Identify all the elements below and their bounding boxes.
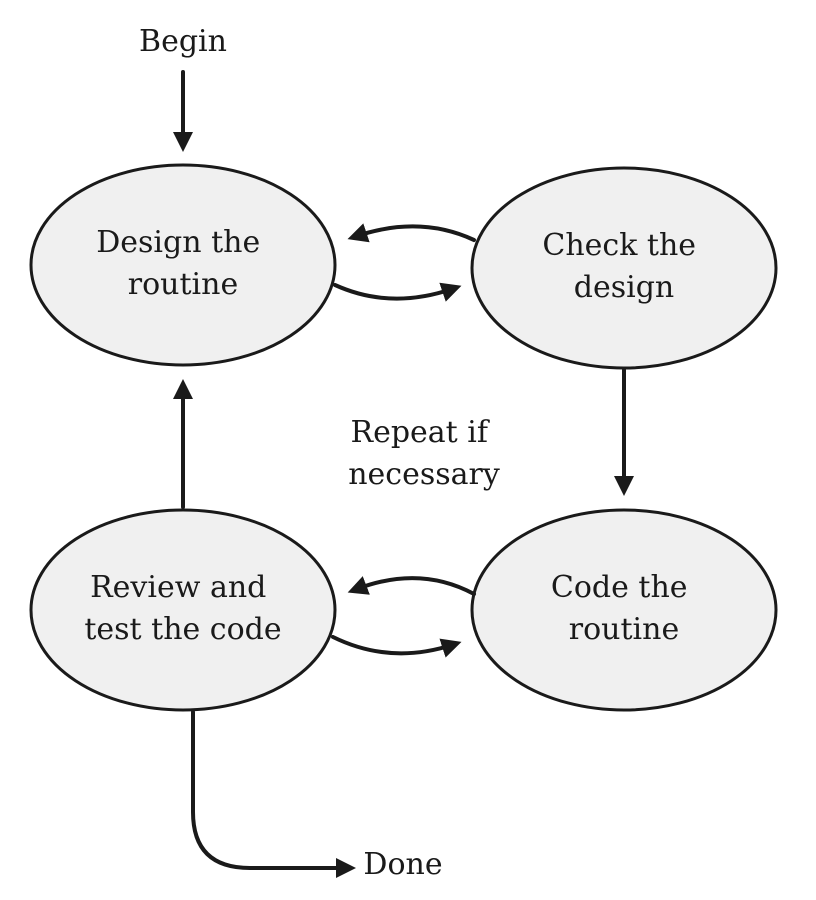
arrow-design-to-check — [333, 282, 462, 302]
node-review-line-1: Review and — [90, 570, 266, 605]
node-check-shape — [470, 166, 778, 370]
node-design-shape — [29, 163, 337, 367]
repeat-label: Repeat if necessary — [348, 415, 500, 492]
node-design-line-1: Design the — [96, 225, 260, 260]
repeat-line-1: Repeat if — [350, 415, 489, 450]
node-code-label: Code the routine — [551, 570, 697, 647]
node-code-line-1: Code the — [551, 570, 688, 605]
arrow-review-to-done — [191, 710, 356, 878]
done-label: Done — [363, 847, 442, 882]
node-review-line-2: test the code — [84, 612, 281, 647]
node-design-label: Design the routine — [96, 225, 270, 302]
node-code-shape — [470, 508, 778, 712]
node-design-the-routine: Design the routine — [29, 163, 337, 367]
node-code-line-2: routine — [569, 612, 679, 647]
node-check-line-2: design — [574, 270, 674, 305]
node-check-line-1: Check the — [542, 228, 696, 263]
node-check-label: Check the design — [542, 228, 705, 305]
node-check-the-design: Check the design — [470, 166, 778, 370]
node-design-line-2: routine — [128, 267, 238, 302]
node-review-label: Review and test the code — [84, 570, 281, 647]
node-code-the-routine: Code the routine — [470, 508, 778, 712]
arrow-code-to-review — [347, 576, 476, 596]
arrow-check-to-design — [347, 223, 476, 243]
arrow-review-to-code — [331, 635, 462, 658]
begin-label: Begin — [139, 24, 227, 59]
node-review-and-test: Review and test the code — [29, 508, 337, 712]
node-review-shape — [29, 508, 337, 712]
repeat-line-2: necessary — [348, 457, 500, 492]
